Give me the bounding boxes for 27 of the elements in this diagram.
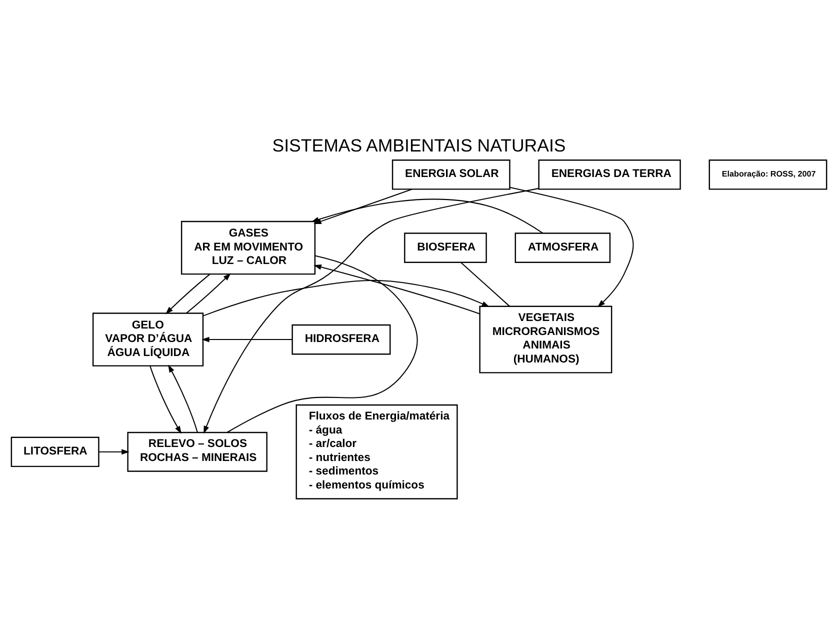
node-box: GELO VAPOR D’ÁGUA ÁGUA LÍQUIDA [92, 312, 204, 366]
node-box: Elaboração: ROSS, 2007 [708, 159, 828, 190]
node-box: ENERGIAS DA TERRA [538, 159, 681, 190]
arrow [204, 187, 539, 434]
node-box: Fluxos de Energia/matéria - água - ar/calor - nutrientes - sedimentos - elementos químicos [296, 404, 458, 499]
arrow [314, 264, 480, 314]
diagram-title: SISTEMAS AMBIENTAIS NATURAIS [272, 135, 566, 156]
node-box: RELEVO – SOLOS ROCHAS – MINERAIS [127, 431, 268, 472]
node-box: VEGETAIS MICRORGANISMOS ANIMAIS (HUMANOS) [479, 305, 612, 373]
arrow [203, 279, 490, 316]
node-box: ATMOSFERA [514, 232, 611, 262]
connector [226, 254, 418, 432]
arrow [311, 198, 543, 233]
arrow [186, 272, 231, 313]
arrow [314, 188, 412, 224]
node-box: GASES AR EM MOVIMENTO LUZ – CALOR [180, 220, 316, 274]
arrow [202, 336, 292, 342]
arrow [168, 364, 198, 432]
node-box: BIOSFERA [404, 232, 487, 262]
arrow [150, 365, 182, 434]
connector [460, 262, 510, 306]
node-box: ENERGIA SOLAR [392, 159, 510, 190]
arrow [510, 186, 634, 307]
node-box: LITOSFERA [10, 436, 100, 467]
node-box: HIDROSFERA [292, 324, 391, 354]
arrow [165, 273, 210, 314]
arrow [98, 448, 130, 454]
